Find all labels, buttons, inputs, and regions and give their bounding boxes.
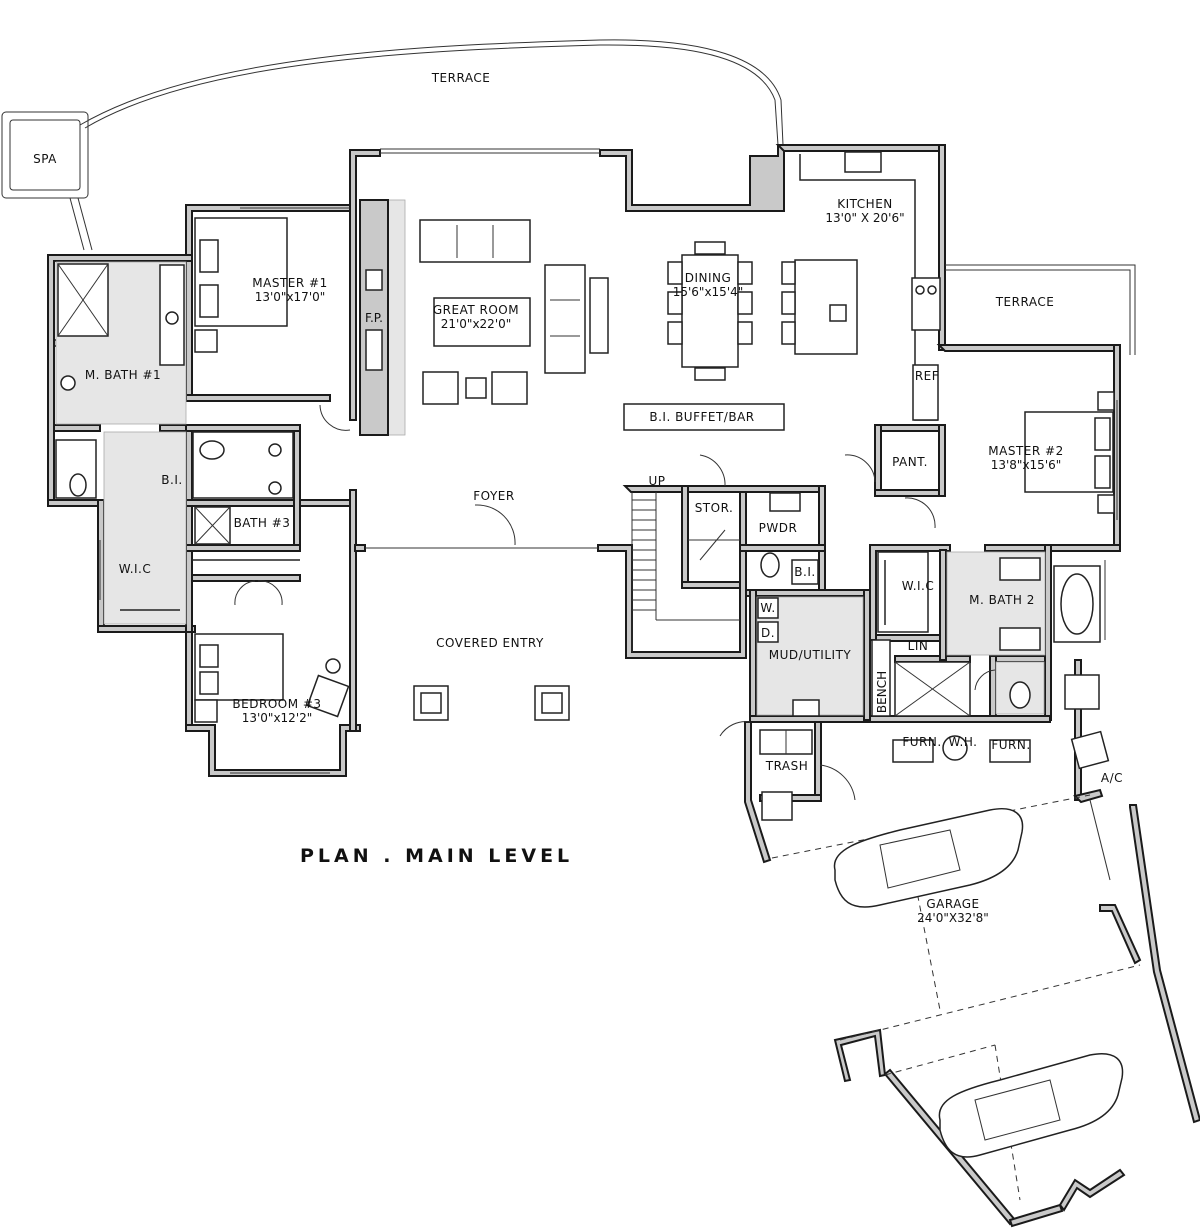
car-1	[833, 808, 1024, 908]
label-terrace-top: TERRACE	[431, 71, 491, 85]
label-bedroom3-dim: 13'0"x12'2"	[242, 711, 313, 725]
label-great-room-dim: 21'0"x22'0"	[441, 317, 512, 331]
label-garage: GARAGE	[926, 897, 979, 911]
label-ac: A/C	[1101, 771, 1123, 785]
label-wic-right: W.I.C	[902, 579, 935, 593]
label-bath3: BATH #3	[234, 516, 291, 530]
label-pwdr: PWDR	[759, 521, 798, 535]
label-great-room: GREAT ROOM	[433, 303, 519, 317]
label-wh: W.H.	[949, 735, 978, 749]
label-mbath1: M. BATH #1	[85, 368, 161, 382]
label-dining: DINING	[685, 271, 732, 285]
label-furn-1: FURN.	[902, 735, 941, 749]
label-bi-mid: B.I.	[794, 565, 815, 579]
label-up: UP	[648, 474, 665, 488]
label-furn-2: FURN.	[991, 738, 1030, 752]
label-lin: LIN	[908, 639, 929, 653]
terrace-outline	[1, 39, 784, 251]
label-garage-dim: 24'0"X32'8"	[917, 911, 989, 925]
label-terrace-right: TERRACE	[995, 295, 1055, 309]
label-bench: BENCH	[875, 671, 889, 713]
label-mbath2: M. BATH 2	[969, 593, 1035, 607]
label-ref: REF	[915, 369, 939, 383]
label-buffet: B.I. BUFFET/BAR	[649, 410, 754, 424]
label-dryer: D.	[761, 626, 775, 640]
exterior-walls	[47, 144, 1200, 1228]
fixtures	[55, 151, 1141, 1201]
label-wic-left: W.I.C	[119, 562, 152, 576]
label-master1: MASTER #1	[252, 276, 327, 290]
windows	[99, 148, 1118, 881]
label-kitchen: KITCHEN	[837, 197, 893, 211]
car-2	[938, 1053, 1124, 1158]
label-trash: TRASH	[765, 759, 809, 773]
label-kitchen-dim: 13'0" X 20'6"	[825, 211, 904, 225]
label-master1-dim: 13'0"x17'0"	[255, 290, 326, 304]
room-labels: TERRACE SPA MASTER #1 13'0"x17'0" M. BAT…	[33, 71, 1123, 925]
label-pant: PANT.	[892, 455, 928, 469]
label-foyer: FOYER	[473, 489, 514, 503]
label-dining-dim: 15'6"x15'4"	[673, 285, 744, 299]
plan-title: PLAN . MAIN LEVEL	[300, 845, 573, 867]
label-spa: SPA	[33, 152, 57, 166]
door-swings	[234, 404, 996, 801]
label-bi-left: B.I.	[161, 473, 182, 487]
label-stor: STOR.	[695, 501, 734, 515]
label-fp: F.P.	[365, 311, 383, 325]
label-covered-entry: COVERED ENTRY	[436, 636, 544, 650]
label-mud: MUD/UTILITY	[769, 648, 852, 662]
label-washer: W.	[760, 601, 775, 615]
label-master2: MASTER #2	[988, 444, 1063, 458]
label-master2-dim: 13'8"x15'6"	[991, 458, 1062, 472]
staircase	[631, 492, 740, 652]
label-bedroom3: BEDROOM #3	[232, 697, 321, 711]
